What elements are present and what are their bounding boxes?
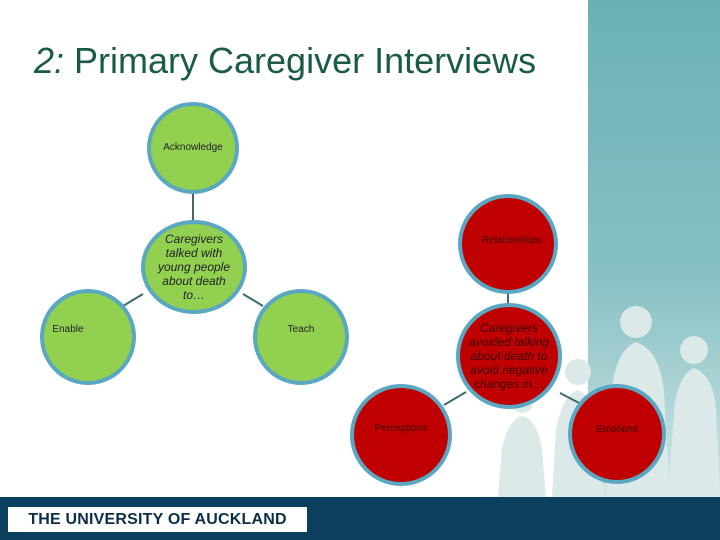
node-green-center: Caregivers talked with young people abou… bbox=[141, 220, 247, 314]
node-relationships-label: Relationships bbox=[481, 235, 543, 246]
node-enable-label: Enable bbox=[52, 324, 84, 335]
node-emotions: Emotions bbox=[568, 384, 666, 484]
university-logo-text: THE UNIVERSITY OF AUCKLAND bbox=[28, 510, 287, 528]
title-text: Primary Caregiver Interviews bbox=[64, 40, 537, 81]
node-relationships: Relationships bbox=[458, 194, 558, 294]
node-perceptions-label: Perceptions bbox=[374, 423, 428, 434]
title-number: 2: bbox=[34, 40, 65, 81]
connector-green-left bbox=[122, 293, 144, 307]
node-emotions-label: Emotions bbox=[596, 424, 638, 435]
node-enable: Enable bbox=[40, 289, 136, 385]
node-teach: Teach bbox=[253, 289, 349, 385]
node-red-center-label: Caregivers avoided talking about death t… bbox=[468, 321, 550, 391]
node-red-center: Caregivers avoided talking about death t… bbox=[456, 303, 562, 409]
connector-green-right bbox=[242, 293, 264, 307]
node-acknowledge: Acknowledge bbox=[147, 102, 239, 194]
university-logo: THE UNIVERSITY OF AUCKLAND bbox=[7, 506, 308, 533]
node-teach-label: Teach bbox=[287, 324, 315, 335]
connector-red-left bbox=[443, 391, 467, 406]
node-perceptions: Perceptions bbox=[350, 384, 452, 486]
node-green-center-label: Caregivers talked with young people abou… bbox=[157, 232, 231, 302]
node-acknowledge-label: Acknowledge bbox=[163, 142, 223, 153]
slide-title: 2: Primary Caregiver Interviews bbox=[34, 40, 536, 82]
